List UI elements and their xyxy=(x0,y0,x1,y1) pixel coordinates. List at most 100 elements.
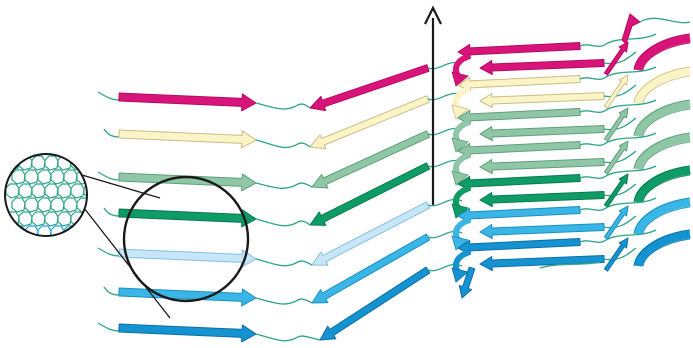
right-swoop xyxy=(633,33,691,72)
zoom-cell xyxy=(83,211,87,227)
chain-left-to-middle xyxy=(255,333,321,342)
right-chain-upper xyxy=(579,66,657,80)
right-upper-strand xyxy=(457,174,581,191)
right-lower-strand xyxy=(479,255,605,271)
right-swoop-edge xyxy=(633,197,691,235)
right-lower-strand xyxy=(479,92,605,108)
zoom-cell xyxy=(6,240,19,254)
right-swoop xyxy=(633,229,691,268)
zoom-cell xyxy=(58,240,71,254)
zoom-cell xyxy=(71,240,84,254)
left-strand-arrow xyxy=(118,172,257,192)
zoom-cell xyxy=(90,198,103,212)
chain-tail-left xyxy=(97,247,121,257)
right-thin-diagonal xyxy=(603,140,629,175)
middle-strand-arrow xyxy=(319,266,431,341)
bottom-chain xyxy=(539,261,601,269)
middle-strand-arrow xyxy=(309,162,431,226)
left-strand-arrow xyxy=(118,92,257,112)
chain-tail-left xyxy=(103,286,121,296)
zoom-cell xyxy=(45,240,58,254)
chain-tail-left xyxy=(103,207,121,217)
left-strand-arrow xyxy=(118,208,257,228)
right-hairpin-stack xyxy=(451,13,691,299)
zoom-line-bottom xyxy=(83,207,171,319)
right-swoop-edge xyxy=(633,99,691,137)
right-swoop-edge xyxy=(633,165,691,203)
right-upper-strand xyxy=(457,75,581,92)
middle-strand-arrow xyxy=(309,64,430,112)
zoom-cell xyxy=(83,183,87,199)
zoom-cell xyxy=(90,170,103,184)
right-bottom-tail-arrow xyxy=(458,266,476,299)
right-thin-diagonal xyxy=(603,41,629,76)
right-thin-diagonal xyxy=(603,237,629,272)
right-upper-strand xyxy=(457,238,581,255)
right-thin-diagonal xyxy=(603,173,629,208)
right-swoop-edge xyxy=(633,33,691,71)
chain-left-to-middle xyxy=(255,182,313,189)
middle-strand-arrow xyxy=(311,130,430,189)
chain-tail-left xyxy=(97,171,121,181)
right-chain-lower xyxy=(603,84,637,98)
right-swoop xyxy=(633,99,691,138)
chain-left-to-middle xyxy=(255,297,313,305)
right-chain-upper xyxy=(579,33,657,47)
right-turn-hook-head xyxy=(451,137,469,153)
right-swoop xyxy=(633,165,691,204)
right-thin-diagonal xyxy=(603,107,629,142)
right-chain-lower xyxy=(603,51,637,65)
zoom-cell xyxy=(83,155,87,171)
zoom-inset-circle xyxy=(4,153,88,237)
right-chain-upper xyxy=(579,165,657,179)
right-chain-lower xyxy=(603,117,637,131)
zoom-cell xyxy=(76,197,87,213)
right-chain-lower xyxy=(603,150,637,164)
right-chain-upper xyxy=(579,197,657,211)
right-thin-diagonal xyxy=(603,205,629,240)
right-swoop-edge xyxy=(633,132,691,170)
zoom-cell xyxy=(32,240,45,254)
chain-left-to-middle xyxy=(255,139,311,149)
top-chain xyxy=(639,17,691,24)
left-chain-segments xyxy=(97,91,121,332)
right-swoop-edge xyxy=(633,229,691,267)
right-upper-strand xyxy=(457,206,581,223)
right-upper-strand xyxy=(457,108,581,125)
right-upper-strand xyxy=(457,42,581,59)
zoom-cell xyxy=(5,155,20,171)
right-chain-lower xyxy=(603,215,637,229)
right-chain-upper xyxy=(579,132,657,146)
zoom-line-top xyxy=(81,174,161,199)
right-chain-upper xyxy=(579,229,657,243)
right-lower-strand xyxy=(479,59,605,75)
chain-tail-left xyxy=(97,91,121,101)
zoom-cell xyxy=(97,184,110,198)
chain-left-to-middle xyxy=(255,102,311,110)
right-lower-strand xyxy=(479,191,605,207)
right-turn-hook-head xyxy=(451,170,469,186)
chain-left-to-middle xyxy=(255,258,313,267)
middle-strand-block xyxy=(309,64,431,341)
right-upper-strand xyxy=(457,141,581,158)
zoom-cell xyxy=(103,226,116,240)
right-swoop xyxy=(633,197,691,236)
chain-tail-left xyxy=(103,128,121,138)
right-swoop xyxy=(633,132,691,171)
middle-strand-arrow xyxy=(311,201,431,266)
right-turn-hook-head xyxy=(451,71,469,87)
right-swoop xyxy=(633,66,691,105)
chain-tail-left xyxy=(97,322,121,332)
zoom-inset xyxy=(4,153,116,254)
zoom-cell xyxy=(97,212,110,226)
left-strand-block xyxy=(118,92,257,343)
right-lower-strand xyxy=(479,158,605,174)
left-strand-arrow xyxy=(118,287,257,307)
zoom-cell xyxy=(97,156,110,170)
middle-strand-arrow xyxy=(311,233,431,304)
right-thin-diagonal xyxy=(603,74,629,109)
left-strand-arrow xyxy=(118,323,257,343)
left-strand-arrow xyxy=(118,248,257,268)
right-chain-lower xyxy=(603,183,637,197)
